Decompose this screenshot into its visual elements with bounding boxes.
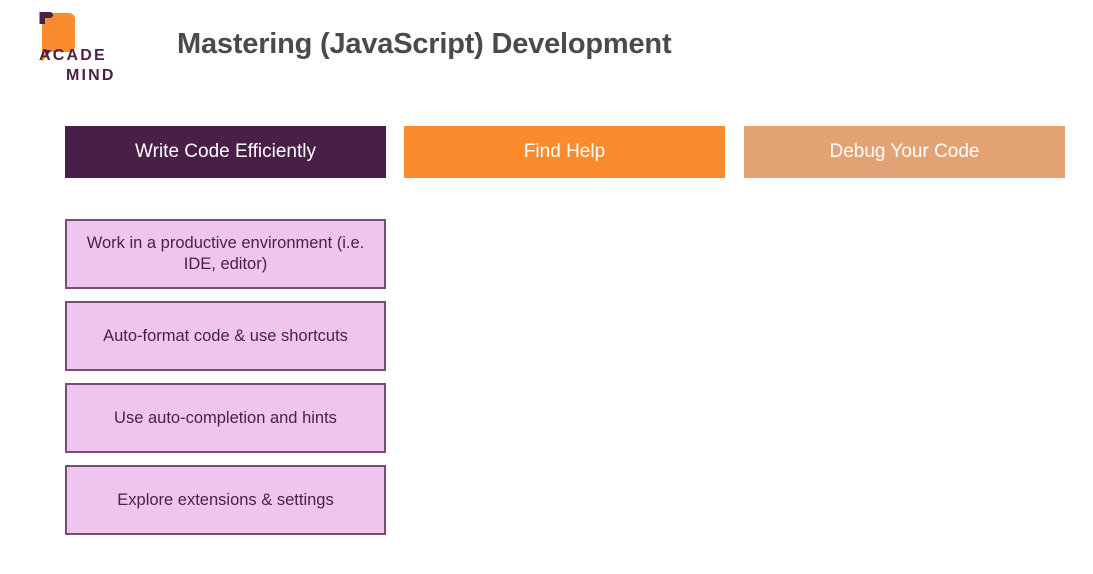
card-column-write-code-efficiently: Work in a productive environment (i.e. I…: [65, 219, 386, 535]
card-item[interactable]: Use auto-completion and hints: [65, 383, 386, 453]
logo-bookmark-icon: [39, 12, 75, 62]
logo-wordmark-line-1: ACADE: [39, 47, 107, 64]
tab-find-help[interactable]: Find Help: [404, 126, 725, 178]
tab-write-code-efficiently[interactable]: Write Code Efficiently: [65, 126, 386, 178]
tab-debug-your-code[interactable]: Debug Your Code: [744, 126, 1065, 178]
page-title: Mastering (JavaScript) Development: [177, 28, 672, 60]
logo-wordmark-line-2: MIND: [66, 67, 116, 84]
tab-row: Write Code Efficiently Find Help Debug Y…: [65, 126, 1066, 178]
card-column-find-help: [404, 219, 725, 539]
card-column-debug-your-code: [744, 219, 1065, 539]
card-item[interactable]: Explore extensions & settings: [65, 465, 386, 535]
card-item[interactable]: Work in a productive environment (i.e. I…: [65, 219, 386, 289]
logo-wordmark: ACADE MIND: [18, 46, 153, 86]
slide-header: ACADE MIND Mastering (JavaScript) Develo…: [0, 0, 1093, 110]
academind-logo: ACADE MIND: [18, 8, 153, 88]
card-item[interactable]: Auto-format code & use shortcuts: [65, 301, 386, 371]
